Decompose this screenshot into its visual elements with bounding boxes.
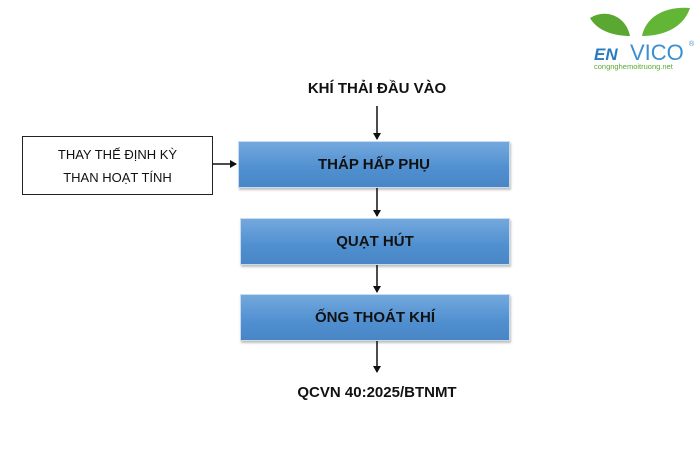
step-exhaust-fan: QUẠT HÚT bbox=[240, 218, 510, 265]
svg-text:®: ® bbox=[689, 40, 695, 48]
svg-text:VICO: VICO bbox=[630, 40, 684, 65]
activated-carbon-replacement-box: THAY THẾ ĐỊNH KỲ THAN HOẠT TÍNH bbox=[22, 136, 213, 195]
svg-text:congnghemoitruong.net: congnghemoitruong.net bbox=[594, 62, 674, 71]
step-exhaust-pipe: ỐNG THOÁT KHÍ bbox=[240, 294, 510, 341]
svg-text:EN: EN bbox=[594, 45, 618, 64]
envico-logo: EN VICO ® congnghemoitruong.net bbox=[586, 2, 696, 74]
step-adsorption-tower: THÁP HẤP PHỤ bbox=[238, 141, 510, 188]
output-label: QCVN 40:2025/BTNMT bbox=[297, 384, 457, 401]
side-box-line1: THAY THẾ ĐỊNH KỲ bbox=[57, 146, 178, 162]
side-box-line2: THAN HOẠT TÍNH bbox=[63, 169, 172, 185]
input-label: KHÍ THẢI ĐẦU VÀO bbox=[307, 80, 447, 97]
